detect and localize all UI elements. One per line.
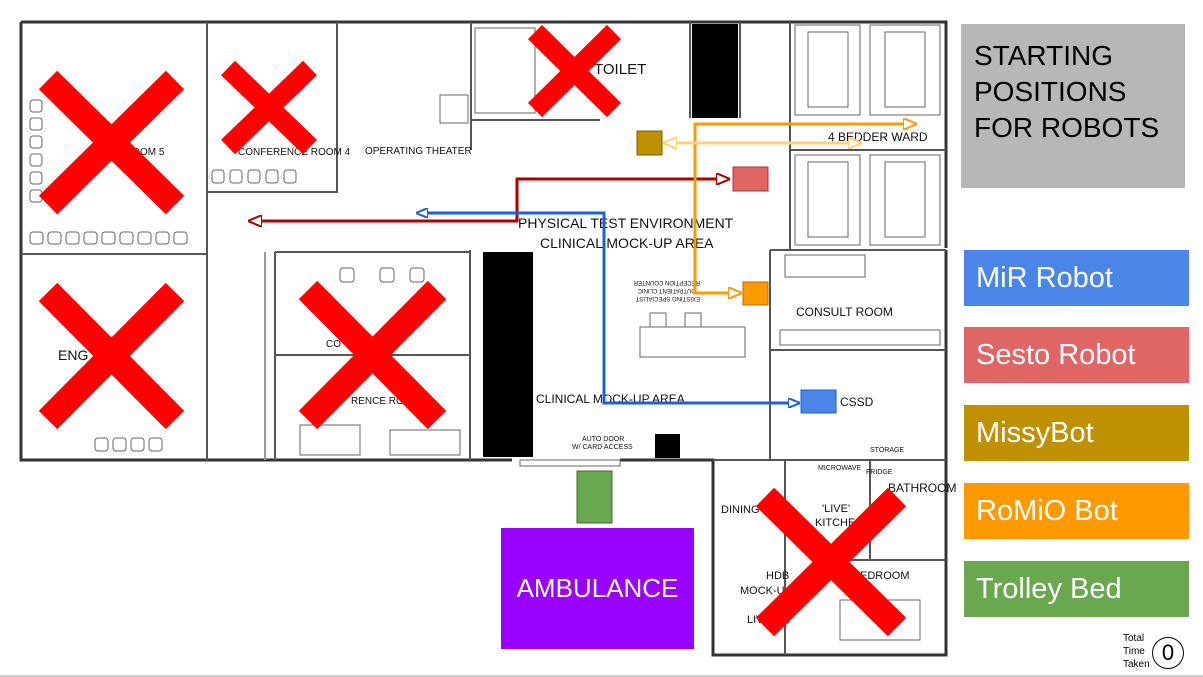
black-block-left [483, 252, 533, 457]
sesto-robot-marker [732, 166, 769, 192]
label-fridge: FRIDGE [866, 469, 893, 476]
label-conference-small: CO [326, 339, 341, 350]
title-line-2: POSITIONS [974, 76, 1127, 107]
timer-value: 0 [1152, 637, 1184, 669]
missybot-marker [636, 130, 663, 156]
building-walls [19, 20, 948, 657]
label-counter-2: OUTPATIENT CLINIC [637, 287, 696, 293]
robot-paths [250, 124, 915, 403]
starting-positions-title: STARTING POSITIONS FOR ROBOTS [961, 24, 1185, 188]
label-hdb: HDB [766, 570, 789, 582]
timer-label-line-3: Taken [1123, 659, 1150, 670]
label-toilet: TOILET [594, 61, 646, 78]
ambulance-area: AMBULANCE [501, 528, 694, 649]
unavailable-crosses [38, 24, 907, 637]
label-bedroom: EDROOM [860, 570, 910, 582]
legend-mir-robot: MiR Robot [964, 250, 1189, 306]
label-conference-room-4: CONFERENCE ROOM 4 [238, 147, 351, 158]
label-operating-theater: OPERATING THEATER [365, 146, 472, 157]
label-physical-test-2: CLINICAL MOCK-UP AREA [540, 235, 714, 251]
label-mockup-left: MOCK-U [740, 585, 785, 597]
cross-icon [221, 60, 317, 155]
label-storage: STORAGE [870, 447, 904, 454]
cross-icon [527, 24, 622, 118]
label-bathroom: BATHROOM [888, 481, 956, 495]
title-line-1: STARTING [974, 40, 1113, 71]
cross-icon [755, 487, 907, 637]
legend-sesto-robot: Sesto Robot [964, 327, 1189, 383]
label-auto-door-2: W/ CARD ACCESS [572, 444, 633, 451]
bottom-divider [0, 675, 1203, 677]
legend-trolley-bed: Trolley Bed [964, 561, 1189, 617]
furniture [29, 24, 941, 641]
romio-bot-marker [742, 281, 769, 306]
legend-missybot: MissyBot [964, 405, 1189, 461]
cross-icon [38, 70, 185, 215]
black-block-top [692, 24, 738, 118]
label-dining: DINING [721, 504, 760, 516]
label-conference-room-5: ROOM 5 [125, 147, 165, 158]
label-auto-door-1: AUTO DOOR [582, 436, 624, 443]
label-cssd: CSSD [840, 395, 874, 409]
label-conference-room-b: RENCE ROOM [351, 396, 420, 407]
cross-icon [298, 280, 447, 430]
label-live-1: 'LIVE' [822, 503, 850, 515]
timer-label-line-2: Time [1123, 646, 1145, 657]
label-physical-test-1: PHYSICAL TEST ENVIRONMENT [518, 215, 734, 231]
timer-label: Total Time Taken [1123, 632, 1150, 671]
timer-label-line-1: Total [1123, 633, 1145, 644]
trolley-bed-marker [576, 470, 613, 524]
black-block-small [655, 434, 680, 458]
title-line-3: FOR ROBOTS [974, 112, 1160, 143]
mir-robot-marker [800, 389, 837, 414]
cross-icon [38, 282, 185, 430]
label-live-2: KITCHE [815, 517, 855, 529]
label-consult-room: CONSULT ROOM [796, 305, 893, 319]
legend-romio-bot: RoMiO Bot [964, 483, 1189, 539]
label-counter-3: RECEPTION COUNTER [633, 279, 700, 285]
label-counter-1: EXISTING SPECIALIST [635, 295, 700, 301]
label-microwave: MICROWAVE [818, 465, 861, 472]
